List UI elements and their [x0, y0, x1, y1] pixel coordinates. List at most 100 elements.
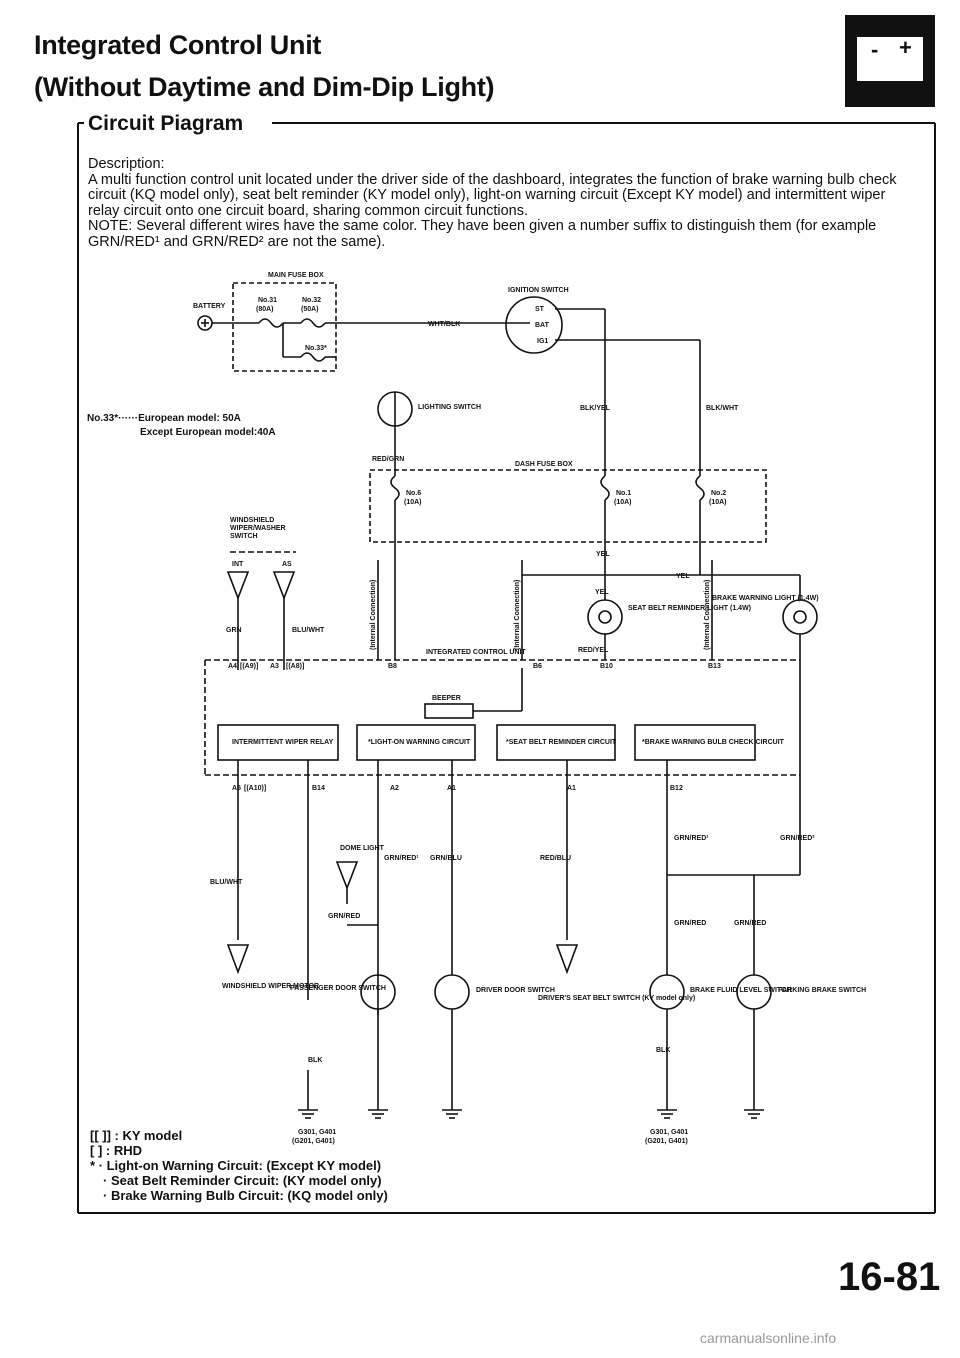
ground2-note: (G201, G401)	[645, 1138, 688, 1145]
fuse31-label: No.31	[258, 297, 277, 304]
main-fuse-box-label: MAIN FUSE BOX	[268, 272, 324, 279]
pin-a2: A2	[390, 785, 399, 792]
brake-warning-bulb-label: *BRAKE WARNING BULB CHECK CIRCUIT	[642, 739, 785, 746]
wire-yel-1: YEL	[596, 551, 610, 558]
wiper-motor-label: WINDSHIELD WIPER MOTOR	[222, 983, 319, 990]
wiper-switch-line2: WIPER/WASHER	[230, 525, 286, 532]
dash-fuse-box-label: DASH FUSE BOX	[515, 461, 573, 468]
fuse2-label: No.2	[711, 490, 726, 497]
ignition-switch-label: IGNITION SWITCH	[508, 287, 569, 294]
fuse6-label: No.6	[406, 490, 421, 497]
wiper-as-terminal-icon	[272, 571, 296, 601]
fuse2-symbol	[695, 475, 705, 501]
driver-seat-belt-label: DRIVER'S SEAT BELT SWITCH (KY model only…	[538, 995, 695, 1002]
watermark: carmanualsonline.info	[700, 1330, 837, 1346]
driver-seat-belt-terminal-icon	[555, 944, 579, 975]
wire-blu-wht-2: BLU/WHT	[210, 879, 243, 886]
beeper-icon	[424, 703, 474, 719]
wire-red-grn: RED/GRN	[372, 456, 404, 463]
fuse32-symbol	[300, 318, 326, 328]
description-body: A multi function control unit located un…	[88, 171, 897, 219]
battery-label: BATTERY	[193, 303, 226, 310]
seat-belt-reminder-box	[496, 724, 616, 761]
legend-brake-warning: · Brake Warning Bulb Circuit: (KQ model …	[103, 1188, 388, 1203]
driver-door-label: DRIVER DOOR SWITCH	[476, 987, 555, 994]
brake-warning-bulb-box	[634, 724, 756, 761]
wire-grn: GRN	[226, 627, 242, 634]
internal-connection-2: (Internal Connection)	[514, 580, 521, 650]
wire-blu-wht: BLU/WHT	[292, 627, 325, 634]
brake-warning-light-icon	[782, 599, 818, 635]
wiper-switch-line1: WINDSHIELD	[230, 517, 274, 524]
pin-b12: B12	[670, 785, 683, 792]
legend-light-on: * · Light-on Warning Circuit: (Except KY…	[90, 1158, 382, 1173]
icu-label: INTEGRATED CONTROL UNIT	[426, 649, 526, 656]
pin-b8: B8	[388, 663, 397, 670]
dome-light-icon	[335, 861, 359, 891]
pin-a5-note: [(A10)]	[244, 785, 266, 792]
fuse33-label: No.33*	[305, 345, 327, 352]
parking-brake-label: PARKING BRAKE SWITCH	[778, 987, 866, 994]
description: Description: A multi function control un…	[88, 156, 903, 250]
wiper-as-label: AS	[282, 561, 292, 568]
pin-a3-note: [(A8)]	[286, 663, 304, 670]
ign-bat-label: BAT	[535, 322, 550, 329]
driver-door-switch-icon	[434, 974, 470, 1010]
passenger-door-label: PASSENGER DOOR SWITCH	[290, 985, 386, 992]
beeper-label: BEEPER	[432, 695, 461, 702]
lighting-switch-label: LIGHTING SWITCH	[418, 404, 481, 411]
pin-a4-note: [(A9)]	[240, 663, 258, 670]
fuse1-label: No.1	[616, 490, 631, 497]
main-fuse-box	[232, 282, 337, 372]
pin-a5: A5	[232, 785, 241, 792]
section-title: Circuit Piagram	[88, 112, 244, 135]
wiper-switch-line3: SWITCH	[230, 533, 258, 540]
wire-grn-red2: GRN/RED²	[780, 835, 815, 842]
wire-grn-red-passenger: GRN/RED	[328, 913, 360, 920]
light-on-warning-box	[356, 724, 476, 761]
fuse1-rating: (10A)	[614, 499, 632, 506]
fuse2-rating: (10A)	[709, 499, 727, 506]
brake-fluid-label: BRAKE FLUID LEVEL SWITCH	[690, 987, 791, 994]
internal-connection-3: (Internal Connection)	[704, 580, 711, 650]
fuse6-symbol	[390, 475, 400, 501]
ignition-switch	[505, 296, 563, 354]
intermittent-relay-box	[217, 724, 339, 761]
wire-red-blu: RED/BLU	[540, 855, 571, 862]
description-label: Description:	[88, 156, 165, 172]
fuse1-symbol	[600, 475, 610, 501]
pin-b13: B13	[708, 663, 721, 670]
pin-b6: B6	[533, 663, 542, 670]
pin-a1b: A1	[567, 785, 576, 792]
fuse32-rating: (50A)	[301, 306, 319, 313]
wire-grn-red-brake: GRN/RED	[674, 920, 706, 927]
pin-b10: B10	[600, 663, 613, 670]
wire-grn-red-parking: GRN/RED	[734, 920, 766, 927]
wiper-motor-terminal-icon	[226, 944, 250, 975]
fuse-note-line1: No.33*······European model: 50A	[87, 413, 241, 424]
wire-yel-2: YEL	[676, 573, 690, 580]
wire-blk-yel: BLK/YEL	[580, 405, 611, 412]
seat-belt-light-icon	[587, 599, 623, 635]
internal-connection-1: (Internal Connection)	[370, 580, 377, 650]
seat-belt-reminder-label: *SEAT BELT REMINDER CIRCUIT	[506, 739, 617, 746]
wire-yel-3: YEL	[595, 589, 609, 596]
ground1-label: G301, G401	[298, 1129, 336, 1136]
legend-ky-model: [[ ]] : KY model	[90, 1128, 183, 1143]
wiper-int-label: INT	[232, 561, 244, 568]
brake-warning-light-label: BRAKE WARNING LIGHT (1.4W)	[712, 595, 819, 602]
description-note: NOTE: Several different wires have the s…	[88, 218, 877, 250]
fuse33-symbol	[300, 352, 326, 362]
legend-seat-belt: · Seat Belt Reminder Circuit: (KY model …	[103, 1173, 382, 1188]
wire-grn-red1: GRN/RED¹	[384, 855, 419, 862]
pin-b14: B14	[312, 785, 325, 792]
wire-grn-blu: GRN/BLU	[430, 855, 462, 862]
ign-ig1-label: IG1	[537, 338, 548, 345]
dome-light-label: DOME LIGHT	[340, 845, 385, 852]
page-number: 16-81	[838, 1255, 941, 1299]
seat-belt-light-label: SEAT BELT REMINDER LIGHT (1.4W)	[628, 605, 751, 612]
brake-fluid-switch-icon	[649, 974, 685, 1010]
wire-blk: BLK	[308, 1057, 322, 1064]
